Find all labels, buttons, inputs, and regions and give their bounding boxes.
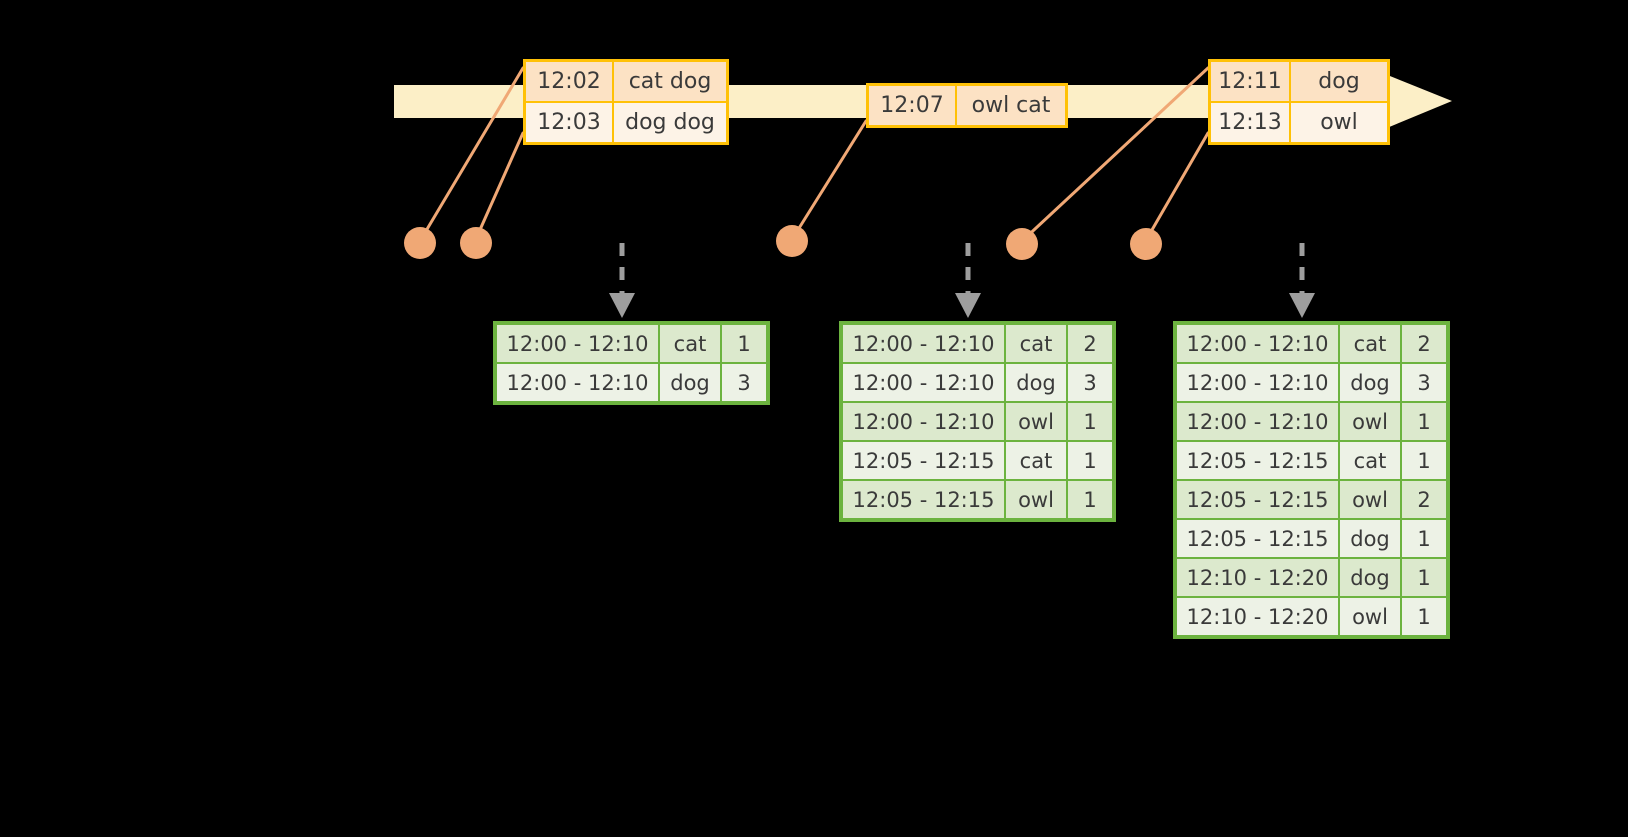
window-cell: 12:05 - 12:15 xyxy=(1177,442,1340,479)
key-cell: dog xyxy=(1340,520,1402,557)
emit-arrow-1 xyxy=(609,243,635,318)
event-time: 12:13 xyxy=(1211,103,1291,142)
table-row[interactable]: 12:00 - 12:10 dog 3 xyxy=(1177,364,1446,403)
window-cell: 12:00 - 12:10 xyxy=(1177,403,1340,440)
window-cell: 12:10 - 12:20 xyxy=(1177,559,1340,596)
processing-dot-1 xyxy=(404,227,436,259)
result-table-3[interactable]: 12:00 - 12:10 cat 2 12:00 - 12:10 dog 3 … xyxy=(1173,321,1450,639)
count-cell: 3 xyxy=(1068,364,1112,401)
key-cell: dog xyxy=(1006,364,1068,401)
window-cell: 12:00 - 12:10 xyxy=(497,364,660,401)
count-cell: 1 xyxy=(1402,520,1446,557)
key-cell: cat xyxy=(1340,442,1402,479)
table-row[interactable]: 12:10 - 12:20 owl 1 xyxy=(1177,598,1446,635)
event-payload: dog dog xyxy=(625,110,715,135)
table-row[interactable]: 12:00 - 12:10 cat 2 xyxy=(843,325,1112,364)
key-cell: owl xyxy=(1006,481,1068,518)
key-cell: dog xyxy=(660,364,722,401)
window-cell: 12:05 - 12:15 xyxy=(843,442,1006,479)
table-row[interactable]: 12:00 - 12:10 dog 3 xyxy=(497,364,766,401)
key-cell: cat xyxy=(1006,325,1068,362)
window-cell: 12:00 - 12:10 xyxy=(843,364,1006,401)
count-cell: 2 xyxy=(1068,325,1112,362)
event-payload: cat dog xyxy=(628,69,712,94)
event-row[interactable]: 12:13 owl xyxy=(1211,101,1387,142)
count-cell: 2 xyxy=(1402,325,1446,362)
event-row[interactable]: 12:11 dog xyxy=(1211,62,1387,101)
window-cell: 12:00 - 12:10 xyxy=(497,325,660,362)
event-time: 12:07 xyxy=(869,86,957,125)
processing-dot-4 xyxy=(1006,228,1038,260)
emit-arrow-2 xyxy=(955,243,981,318)
result-table-1[interactable]: 12:00 - 12:10 cat 1 12:00 - 12:10 dog 3 xyxy=(493,321,770,405)
window-cell: 12:10 - 12:20 xyxy=(1177,598,1340,635)
event-payload: dog xyxy=(1318,69,1360,94)
count-cell: 1 xyxy=(1068,442,1112,479)
event-row[interactable]: 12:02 cat dog xyxy=(526,62,726,101)
event-time: 12:03 xyxy=(526,103,614,142)
key-cell: owl xyxy=(1340,481,1402,518)
count-cell: 1 xyxy=(1068,481,1112,518)
key-cell: owl xyxy=(1340,403,1402,440)
count-cell: 1 xyxy=(1068,403,1112,440)
count-cell: 3 xyxy=(1402,364,1446,401)
processing-dot-5 xyxy=(1130,228,1162,260)
result-table-2[interactable]: 12:00 - 12:10 cat 2 12:00 - 12:10 dog 3 … xyxy=(839,321,1116,522)
event-payload: owl xyxy=(1320,110,1358,135)
event-group-3[interactable]: 12:11 dog 12:13 owl xyxy=(1208,59,1390,145)
event-time: 12:02 xyxy=(526,62,614,101)
table-row[interactable]: 12:05 - 12:15 cat 1 xyxy=(1177,442,1446,481)
count-cell: 1 xyxy=(1402,403,1446,440)
table-row[interactable]: 12:00 - 12:10 cat 1 xyxy=(497,325,766,364)
key-cell: cat xyxy=(1006,442,1068,479)
table-row[interactable]: 12:05 - 12:15 owl 1 xyxy=(843,481,1112,518)
key-cell: dog xyxy=(1340,364,1402,401)
window-cell: 12:05 - 12:15 xyxy=(1177,481,1340,518)
table-row[interactable]: 12:10 - 12:20 dog 1 xyxy=(1177,559,1446,598)
window-cell: 12:05 - 12:15 xyxy=(843,481,1006,518)
event-group-2[interactable]: 12:07 owl cat xyxy=(866,83,1068,128)
count-cell: 3 xyxy=(722,364,766,401)
key-cell: cat xyxy=(1340,325,1402,362)
window-cell: 12:05 - 12:15 xyxy=(1177,520,1340,557)
window-cell: 12:00 - 12:10 xyxy=(843,403,1006,440)
table-row[interactable]: 12:00 - 12:10 owl 1 xyxy=(1177,403,1446,442)
window-cell: 12:00 - 12:10 xyxy=(1177,364,1340,401)
processing-dots xyxy=(404,225,1162,260)
window-cell: 12:00 - 12:10 xyxy=(1177,325,1340,362)
table-row[interactable]: 12:00 - 12:10 owl 1 xyxy=(843,403,1112,442)
count-cell: 1 xyxy=(1402,598,1446,635)
count-cell: 1 xyxy=(722,325,766,362)
event-payload: owl cat xyxy=(971,93,1051,118)
table-row[interactable]: 12:00 - 12:10 cat 2 xyxy=(1177,325,1446,364)
key-cell: cat xyxy=(660,325,722,362)
count-cell: 1 xyxy=(1402,442,1446,479)
table-row[interactable]: 12:05 - 12:15 cat 1 xyxy=(843,442,1112,481)
emit-arrows xyxy=(609,243,1315,318)
table-row[interactable]: 12:00 - 12:10 dog 3 xyxy=(843,364,1112,403)
event-time: 12:11 xyxy=(1211,62,1291,101)
event-row[interactable]: 12:07 owl cat xyxy=(869,86,1065,125)
window-cell: 12:00 - 12:10 xyxy=(843,325,1006,362)
emit-arrow-3 xyxy=(1289,243,1315,318)
key-cell: dog xyxy=(1340,559,1402,596)
key-cell: owl xyxy=(1340,598,1402,635)
table-row[interactable]: 12:05 - 12:15 dog 1 xyxy=(1177,520,1446,559)
processing-dot-2 xyxy=(460,227,492,259)
table-row[interactable]: 12:05 - 12:15 owl 2 xyxy=(1177,481,1446,520)
count-cell: 2 xyxy=(1402,481,1446,518)
key-cell: owl xyxy=(1006,403,1068,440)
event-group-1[interactable]: 12:02 cat dog 12:03 dog dog xyxy=(523,59,729,145)
processing-dot-3 xyxy=(776,225,808,257)
event-row[interactable]: 12:03 dog dog xyxy=(526,101,726,142)
count-cell: 1 xyxy=(1402,559,1446,596)
